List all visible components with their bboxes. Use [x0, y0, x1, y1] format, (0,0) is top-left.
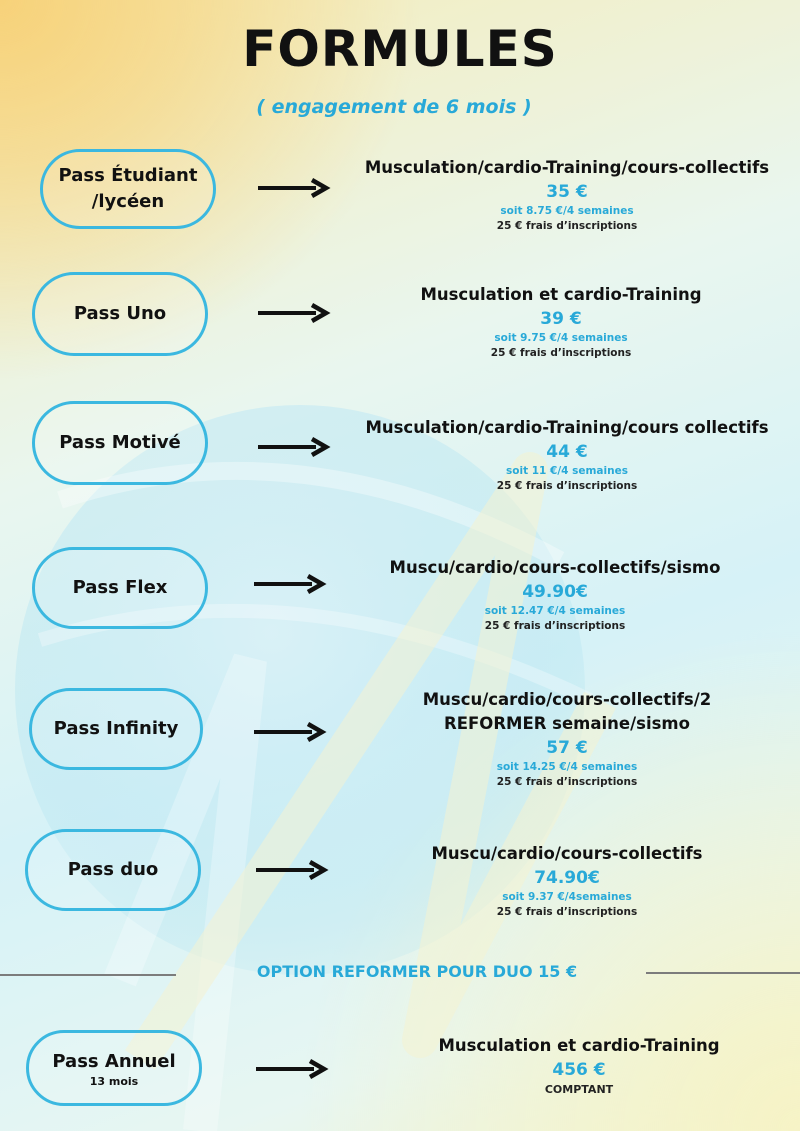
option-reformer-duo: OPTION REFORMER POUR DUO 15 €: [256, 962, 578, 981]
engagement-subtitle: ( engagement de 6 mois ): [256, 96, 532, 118]
pass-uno-pill: Pass Uno: [32, 272, 208, 356]
offer-monthly: soit 12.47 €/4 semaines: [484, 605, 626, 617]
pass-label: Pass Uno: [73, 303, 167, 324]
pass-label: Pass duo: [67, 859, 159, 880]
offer-payment: COMPTANT: [544, 1083, 614, 1096]
offer-monthly: soit 9.37 €/4semaines: [502, 891, 632, 903]
divider-right: [646, 972, 800, 974]
pass-motive-offer: Musculation/cardio-Training/cours collec…: [352, 416, 782, 494]
offer-title: Muscu/cardio/cours-collectifs/sismo: [389, 558, 721, 577]
offer-monthly: soit 8.75 €/4 semaines: [500, 205, 634, 217]
offer-fees: 25 € frais d’inscriptions: [496, 220, 638, 232]
offer-price: 39 €: [540, 309, 582, 329]
offer-title: Musculation/cardio-Training/cours-collec…: [364, 158, 770, 177]
pass-duo-pill: Pass duo: [25, 829, 201, 911]
offer-price: 456 €: [552, 1060, 606, 1080]
offer-fees: 25 € frais d’inscriptions: [496, 776, 638, 788]
pass-label: Pass Infinity: [53, 718, 179, 739]
arrow-right-icon: [256, 1059, 329, 1079]
arrow-right-icon: [254, 722, 327, 742]
offer-fees: 25 € frais d’inscriptions: [496, 480, 638, 492]
arrow-right-icon: [256, 860, 329, 880]
pass-flex-pill: Pass Flex: [32, 547, 208, 629]
page-title: FORMULES: [242, 20, 558, 78]
pass-label-line2: /lycéen: [91, 191, 165, 212]
offer-fees: 25 € frais d’inscriptions: [484, 620, 626, 632]
offer-title: Muscu/cardio/cours-collectifs/2: [422, 690, 712, 709]
offer-monthly: soit 9.75 €/4 semaines: [494, 332, 628, 344]
pass-label: Pass Annuel: [52, 1050, 176, 1072]
offer-price: 74.90€: [534, 868, 600, 888]
arrow-right-icon: [258, 303, 331, 323]
divider-left: [0, 974, 176, 976]
pass-infinity-pill: Pass Infinity: [29, 688, 203, 770]
arrow-right-icon: [254, 574, 327, 594]
offer-title: Muscu/cardio/cours-collectifs: [431, 844, 703, 863]
offer-title: Musculation et cardio-Training: [438, 1036, 720, 1055]
pass-annuel-offer: Musculation et cardio-Training 456 € COM…: [364, 1034, 794, 1098]
offer-price: 57 €: [546, 738, 588, 758]
offer-title: Musculation et cardio-Training: [420, 285, 702, 304]
offer-title: Musculation/cardio-Training/cours collec…: [365, 418, 769, 437]
offer-monthly: soit 14.25 €/4 semaines: [496, 761, 638, 773]
pass-motive-pill: Pass Motivé: [32, 401, 208, 485]
offer-fees: 25 € frais d’inscriptions: [496, 906, 638, 918]
pass-label: Pass Flex: [72, 577, 168, 598]
pass-flex-offer: Muscu/cardio/cours-collectifs/sismo 49.9…: [340, 556, 770, 634]
pass-etudiant-pill: Pass Étudiant /lycéen: [40, 149, 216, 229]
offer-monthly: soit 11 €/4 semaines: [506, 465, 628, 477]
offer-price: 49.90€: [522, 582, 588, 602]
arrow-right-icon: [258, 178, 331, 198]
offer-fees: 25 € frais d’inscriptions: [490, 347, 632, 359]
pass-duration: 13 mois: [89, 1074, 139, 1088]
pass-infinity-offer: Muscu/cardio/cours-collectifs/2 REFORMER…: [352, 688, 782, 790]
offer-price: 35 €: [546, 182, 588, 202]
offer-title-line2: REFORMER semaine/sismo: [444, 714, 690, 733]
pass-etudiant-offer: Musculation/cardio-Training/cours-collec…: [352, 156, 782, 234]
pass-duo-offer: Muscu/cardio/cours-collectifs 74.90€ soi…: [352, 842, 782, 920]
pass-label: Pass Motivé: [59, 432, 181, 453]
pass-annuel-pill: Pass Annuel 13 mois: [26, 1030, 202, 1106]
arrow-right-icon: [258, 437, 331, 457]
offer-price: 44 €: [546, 442, 588, 462]
pass-label: Pass Étudiant: [58, 165, 198, 186]
pass-uno-offer: Musculation et cardio-Training 39 € soit…: [346, 283, 776, 361]
